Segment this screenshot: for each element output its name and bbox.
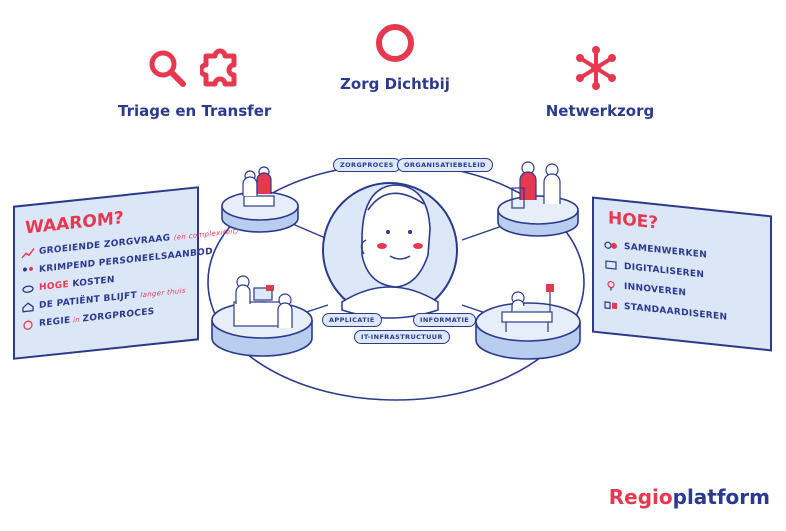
search-icon [149,50,186,87]
digital-icon [605,260,617,270]
people-icon [23,266,33,272]
platform-top-right [497,195,579,237]
collaborate-icon [604,241,617,249]
header-triage-label: Triage en Transfer [118,102,272,120]
ring-icon [376,24,414,62]
hoe-item-3: INNOVEREN [624,281,687,299]
growth-icon [21,248,35,259]
hoe-item-1: SAMENWERKEN [624,241,708,261]
header-netwerk-label: Netwerkzorg [545,102,655,120]
tag-organisatiebeleid: ORGANISATIEBELEID [397,158,493,172]
central-portrait [322,182,458,319]
hoe-item-2: DIGITALISEREN [624,261,705,281]
network-icon [576,46,616,90]
steering-icon [23,320,33,330]
header-zorg-label: Zorg Dichtbij [340,75,450,93]
waarom-item-3: HOGE KOSTEN [39,275,115,294]
waarom-item-5: REGIE in ZORGPROCES [39,306,155,330]
coins-icon [22,285,34,293]
meeting-scene [242,166,275,207]
lightbulb-icon [607,280,615,291]
hoe-title: HOE? [608,208,659,234]
tag-informatie: INFORMATIE [413,313,477,327]
desk-scene [233,275,293,328]
hoe-item-4: STANDAARDISEREN [624,301,728,323]
hoe-board: HOE? SAMENWERKEN DIGITALISEREN INNOVEREN… [592,196,772,352]
hospital-bed-scene [501,284,554,332]
walker-scene [511,161,561,209]
platform-bottom-right [475,302,581,360]
tag-it-infrastructuur: IT-INFRASTRUCTUUR [354,330,450,344]
home-icon [22,302,34,313]
waarom-title: WAAROM? [25,208,124,239]
regioplatform-logo: Regioplatform [608,485,770,509]
standard-icon [604,301,617,310]
tag-zorgproces: ZORGPROCES [333,158,401,172]
waarom-board: WAAROM? GROEIENDE ZORGVRAAG (en complexi… [13,186,239,360]
tag-applicatie: APPLICATIE [322,313,382,327]
puzzle-icon [200,48,237,87]
